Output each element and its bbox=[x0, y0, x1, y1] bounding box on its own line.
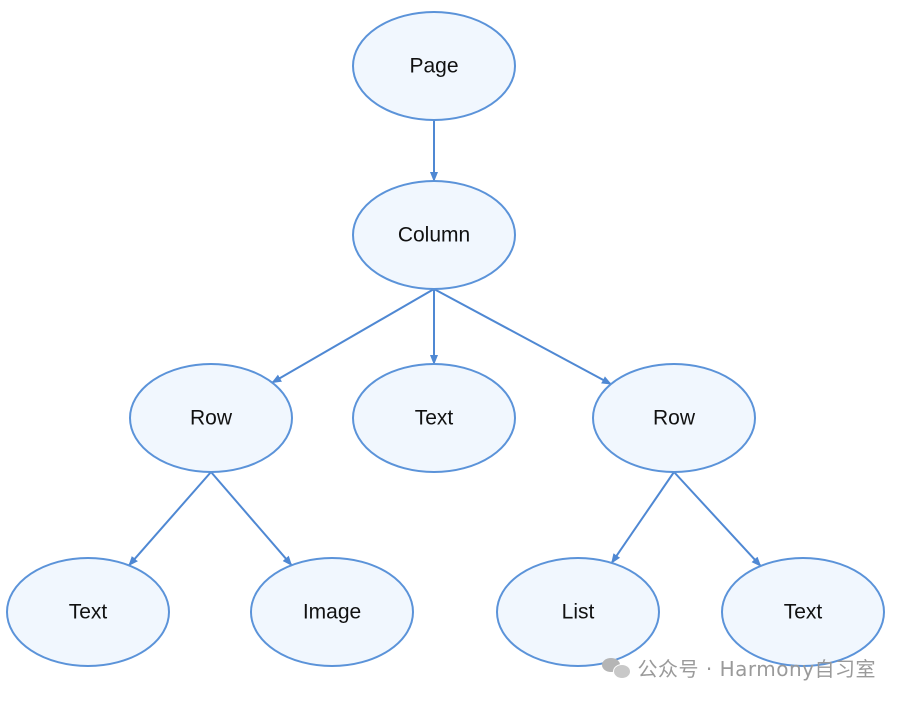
node-page: Page bbox=[352, 11, 516, 121]
node-label-column: Column bbox=[398, 224, 470, 247]
node-label-list: List bbox=[562, 601, 595, 624]
node-label-row2: Row bbox=[653, 407, 696, 430]
node-text2: Text bbox=[6, 557, 170, 667]
node-ellipse-list bbox=[496, 557, 660, 667]
node-ellipse-image bbox=[250, 557, 414, 667]
node-ellipse-text2 bbox=[6, 557, 170, 667]
edges-layer bbox=[128, 120, 762, 567]
watermark: 公众号 · Harmony自习室 bbox=[601, 653, 876, 682]
node-label-text1: Text bbox=[415, 407, 454, 430]
node-list: List bbox=[496, 557, 660, 667]
node-ellipse-text1 bbox=[352, 363, 516, 473]
node-text3: Text bbox=[721, 557, 885, 667]
node-ellipse-row1 bbox=[129, 363, 293, 473]
edge-row1-to-text2 bbox=[128, 471, 212, 567]
node-image: Image bbox=[250, 557, 414, 667]
edge-column-to-row2 bbox=[433, 288, 612, 385]
node-ellipse-page bbox=[352, 11, 516, 121]
node-row1: Row bbox=[129, 363, 293, 473]
edge-row2-to-list bbox=[610, 471, 675, 564]
edge-row1-to-image bbox=[210, 471, 293, 566]
node-label-image: Image bbox=[303, 601, 361, 624]
node-ellipse-row2 bbox=[592, 363, 756, 473]
node-text1: Text bbox=[352, 363, 516, 473]
node-row2: Row bbox=[592, 363, 756, 473]
node-label-text2: Text bbox=[69, 601, 108, 624]
node-column: Column bbox=[352, 180, 516, 290]
node-ellipse-column bbox=[352, 180, 516, 290]
node-label-row1: Row bbox=[190, 407, 233, 430]
edge-column-to-row1 bbox=[271, 288, 435, 384]
edge-row2-to-text3 bbox=[673, 471, 762, 567]
node-label-text3: Text bbox=[784, 601, 823, 624]
wechat-icon bbox=[601, 656, 632, 680]
node-label-page: Page bbox=[409, 55, 458, 78]
node-ellipse-text3 bbox=[721, 557, 885, 667]
watermark-text: 公众号 · Harmony自习室 bbox=[637, 657, 876, 681]
